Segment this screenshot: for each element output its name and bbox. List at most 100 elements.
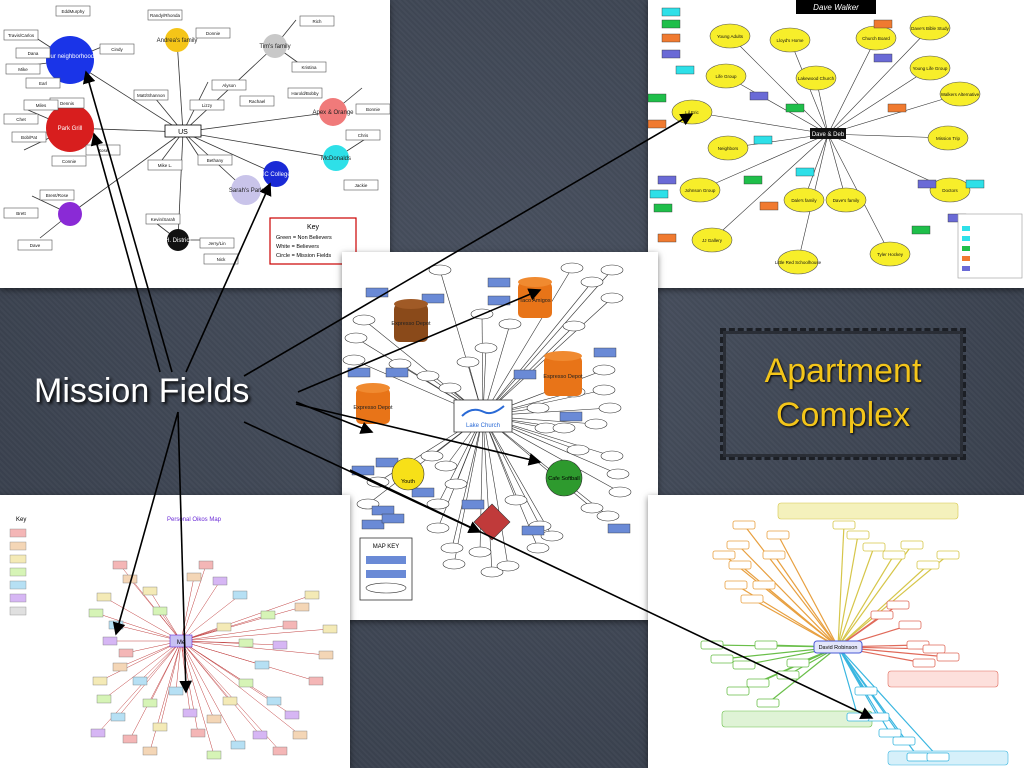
blue-box	[347, 367, 371, 378]
blue-box	[461, 499, 485, 510]
branch-node	[912, 658, 936, 668]
note-box	[142, 586, 158, 596]
node-label: Lloyd's Home	[776, 38, 804, 43]
branch-node	[906, 752, 930, 762]
branch-node	[878, 728, 902, 738]
branch-node	[846, 530, 870, 540]
color-box	[965, 179, 985, 189]
leaf-label: Cindy	[111, 47, 123, 52]
branch-node	[854, 686, 878, 696]
leaf-label: Travis/Carlos	[8, 33, 35, 38]
key-swatch	[9, 567, 27, 577]
oval-node	[420, 450, 444, 462]
oval-node	[468, 546, 492, 558]
node-label: McDonalds	[321, 156, 351, 162]
branch-node	[724, 580, 748, 590]
oval-node	[442, 558, 466, 570]
note-box	[284, 710, 300, 720]
leaf-label: Miles	[36, 103, 47, 108]
branch-node	[766, 530, 790, 540]
leaf-box	[17, 239, 53, 251]
leaf-label: Dennis	[60, 101, 75, 106]
note-box	[272, 746, 288, 756]
note-box	[168, 686, 184, 696]
node-andreas-family	[165, 28, 189, 52]
leaf-box	[299, 15, 335, 27]
leaf-label: Connie	[62, 159, 77, 164]
yellow-node	[909, 55, 951, 81]
yellow-node	[909, 15, 951, 41]
note-box	[308, 676, 324, 686]
map-center-label: Me	[177, 640, 186, 646]
node-label: Dale's family	[791, 198, 817, 203]
node-tims-family	[263, 34, 287, 58]
branch-node	[916, 560, 940, 570]
blue-box	[607, 523, 631, 534]
oval-node	[600, 292, 624, 304]
oval-node	[426, 498, 450, 510]
leaf-label: Mike L.	[158, 163, 173, 168]
apartment-complex-label: Apartment Complex	[723, 349, 963, 437]
oval-node	[388, 358, 412, 370]
note-box	[142, 698, 158, 708]
node-label: Expresso Depot	[391, 321, 431, 327]
note-box	[152, 722, 168, 732]
color-box	[785, 103, 805, 113]
node-park-grill	[46, 104, 94, 152]
leaf-box	[3, 207, 39, 219]
leaf-label: Chris	[358, 133, 369, 138]
color-box	[887, 103, 907, 113]
yellow-node	[869, 241, 911, 267]
key-swatch	[9, 606, 27, 616]
branch-node	[746, 678, 770, 688]
oval-node	[428, 264, 452, 276]
oval-node	[470, 308, 494, 320]
oval-node	[580, 276, 604, 288]
blue-box	[513, 369, 537, 380]
note-box	[304, 590, 320, 600]
note-box	[90, 728, 106, 738]
map-header-label: Dave Walker	[813, 3, 859, 12]
node-label: Young Life Group	[913, 66, 948, 71]
node-label: Lakewood Church	[798, 76, 835, 81]
branch-node	[926, 752, 950, 762]
map-header: Personal Oikos Map	[167, 517, 222, 523]
note-box	[122, 734, 138, 744]
node-neighborhood	[46, 36, 94, 84]
color-box	[657, 175, 677, 185]
oval-node	[526, 402, 550, 414]
yellow-node	[777, 249, 819, 275]
leaf-box	[195, 27, 231, 39]
color-box	[661, 7, 681, 17]
branch-node	[732, 520, 756, 530]
color-box	[657, 233, 677, 243]
oval-node	[342, 354, 366, 366]
leaf-box	[291, 61, 327, 73]
node-label: Little Red Schoolhouse	[775, 260, 822, 265]
mission-map-top-left: US Our neighborhood Park Grill JC Colleg…	[0, 0, 390, 288]
note-box	[96, 592, 112, 602]
leaf-box	[189, 99, 225, 111]
oval-node	[560, 262, 584, 274]
slide-title: Mission Fields	[34, 372, 250, 410]
branch-node	[732, 660, 756, 670]
oval-node	[438, 382, 462, 394]
node-label: Doctors	[942, 188, 958, 193]
note-box	[238, 678, 254, 688]
oval-node	[592, 384, 616, 396]
leaf-label: Bethany	[207, 158, 224, 163]
oval-node	[474, 342, 498, 354]
color-box	[648, 119, 667, 129]
color-box	[873, 53, 893, 63]
blue-box	[371, 505, 395, 516]
leaf-box	[147, 9, 183, 21]
blue-box	[559, 411, 583, 422]
note-box	[292, 730, 308, 740]
node-label: Neighbors	[718, 146, 739, 151]
color-box	[873, 19, 893, 29]
oval-node	[366, 476, 390, 488]
color-box	[675, 65, 695, 75]
node-label: Mission Trip	[936, 136, 961, 141]
node-label: JC College	[261, 172, 291, 178]
node-label: Youth	[401, 479, 415, 485]
